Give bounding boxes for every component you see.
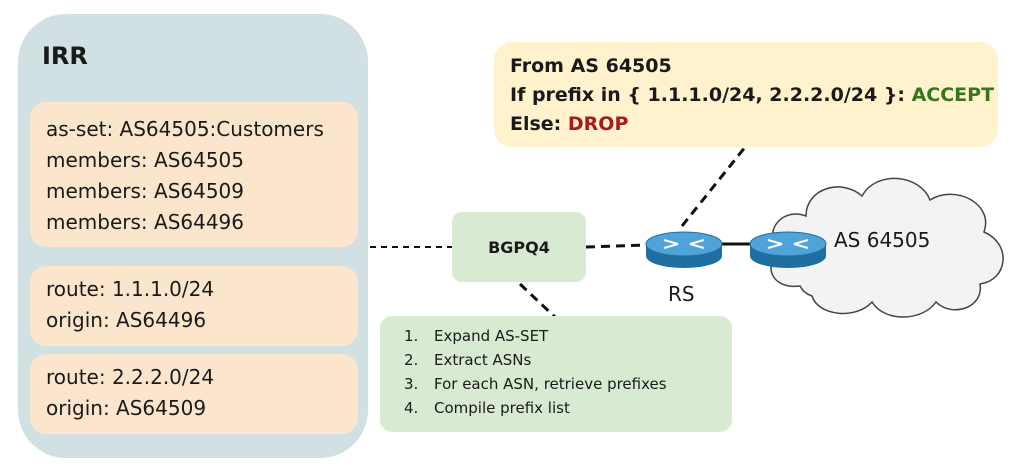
route-line: route: 1.1.1.0/24 xyxy=(46,277,215,301)
step-number: 4. xyxy=(404,399,419,417)
step-item: 3. For each ASN, retrieve prefixes xyxy=(404,372,732,396)
origin-line: origin: AS64496 xyxy=(46,308,207,332)
step-text: For each ASN, retrieve prefixes xyxy=(434,375,667,393)
members-line: members: AS64496 xyxy=(46,210,245,234)
cloud-shape xyxy=(770,177,1004,318)
bgpq4-box: BGPQ4 xyxy=(452,212,586,282)
steps-box: 1. Expand AS-SET 2. Extract ASNs 3. For eac… xyxy=(380,316,732,432)
irr-title: IRR xyxy=(42,42,88,70)
policy-box: From AS 64505 If prefix in { 1.1.1.0/24,… xyxy=(494,42,998,147)
bgpq4-to-steps-connector xyxy=(518,282,558,320)
step-text: Expand AS-SET xyxy=(434,327,549,345)
route-block-1: route: 1.1.1.0/24 origin: AS64496 xyxy=(30,266,358,346)
as-set-block: as-set: AS64505:Customers members: AS645… xyxy=(30,102,358,247)
rs-label: RS xyxy=(668,282,695,306)
members-line: members: AS64509 xyxy=(46,179,245,203)
bgpq4-label: BGPQ4 xyxy=(488,237,550,257)
bgpq4-to-rs-connector xyxy=(585,243,649,249)
route-block-2: route: 2.2.2.0/24 origin: AS64509 xyxy=(30,354,358,434)
drop-action: DROP xyxy=(567,113,629,135)
members-line: members: AS64505 xyxy=(46,148,245,172)
accept-action: ACCEPT xyxy=(911,84,995,106)
policy-else-text: Else: xyxy=(510,113,568,135)
peer-as-label: AS 64505 xyxy=(834,228,931,252)
rs-to-policy-connector xyxy=(680,145,748,227)
as-set-line: as-set: AS64505:Customers xyxy=(46,117,324,141)
step-number: 1. xyxy=(404,327,419,345)
irr-panel: IRR as-set: AS64505:Customers members: A… xyxy=(18,14,368,458)
step-number: 3. xyxy=(404,375,419,393)
origin-line: origin: AS64509 xyxy=(46,396,207,420)
policy-if: If prefix in { 1.1.1.0/24, 2.2.2.0/24 }:… xyxy=(510,81,998,110)
router-icon xyxy=(645,231,723,268)
route-line: route: 2.2.2.0/24 xyxy=(46,365,215,389)
step-item: 2. Extract ASNs xyxy=(404,348,732,372)
step-text: Extract ASNs xyxy=(434,351,532,369)
router-icon xyxy=(749,231,827,268)
policy-from: From AS 64505 xyxy=(510,55,672,77)
step-number: 2. xyxy=(404,351,419,369)
policy-else: Else: DROP xyxy=(510,110,998,139)
policy-if-text: If prefix in { 1.1.1.0/24, 2.2.2.0/24 }: xyxy=(510,84,912,106)
step-item: 1. Expand AS-SET xyxy=(404,324,732,348)
step-item: 4. Compile prefix list xyxy=(404,396,732,420)
step-text: Compile prefix list xyxy=(434,399,570,417)
